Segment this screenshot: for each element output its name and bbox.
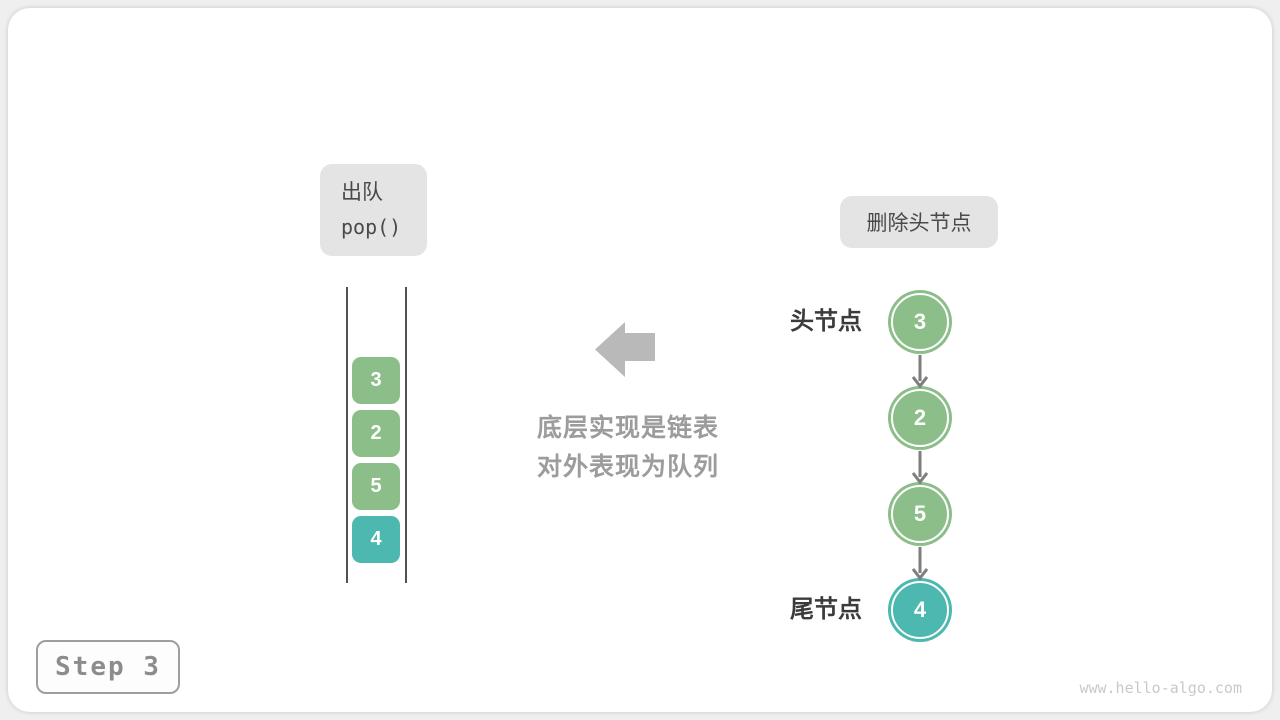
- queue-container: [346, 287, 407, 583]
- tail-node-label: 尾节点: [790, 596, 862, 623]
- down-arrow-icon: [911, 547, 929, 581]
- dequeue-label-code: pop(): [341, 215, 402, 239]
- delete-head-label: 删除头节点: [840, 196, 998, 248]
- head-node-label: 头节点: [790, 308, 862, 335]
- annotation-line1: 底层实现是链表: [536, 414, 719, 442]
- queue-item: 2: [352, 410, 400, 457]
- list-node: 2: [891, 389, 949, 447]
- list-node: 4: [891, 581, 949, 639]
- down-arrow-icon: [911, 451, 929, 485]
- step-badge: Step 3: [36, 640, 180, 694]
- dequeue-label-zh: 出队: [341, 181, 383, 204]
- list-node: 3: [891, 293, 949, 351]
- queue-item: 4: [352, 516, 400, 563]
- annotation-text: 底层实现是链表 对外表现为队列: [503, 409, 753, 487]
- down-arrow-icon: [911, 355, 929, 389]
- diagram-card: 出队 pop() 3 2 5 4 底层实现是链表 对外表现为队列 删除头节点 头…: [8, 8, 1272, 712]
- dequeue-label: 出队 pop(): [320, 164, 427, 256]
- list-node: 5: [891, 485, 949, 543]
- queue-item: 3: [352, 357, 400, 404]
- annotation-line2: 对外表现为队列: [536, 453, 719, 481]
- left-arrow-icon: [595, 322, 655, 377]
- website-watermark: www.hello-algo.com: [1079, 679, 1242, 697]
- queue-item: 5: [352, 463, 400, 510]
